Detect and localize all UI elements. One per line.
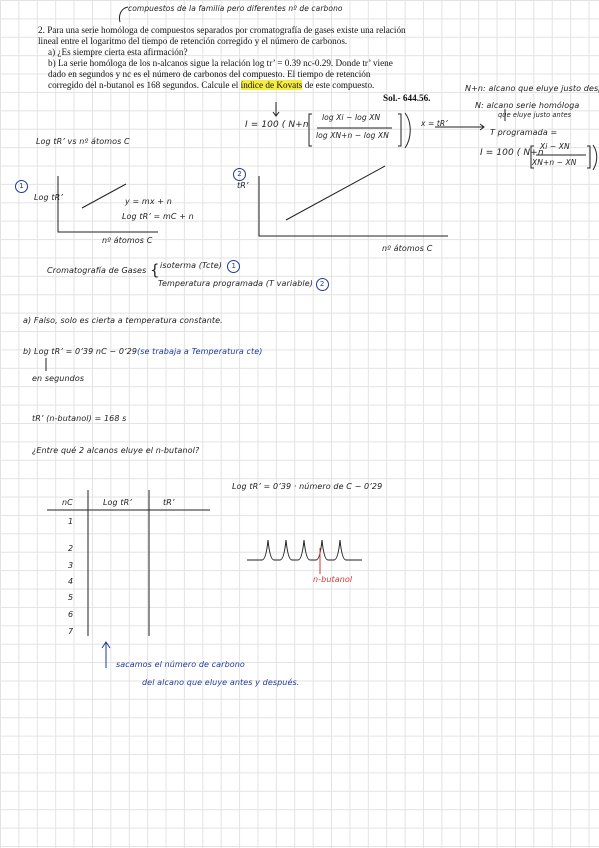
table-row-number: 6 — [68, 610, 74, 619]
footer-arrow — [101, 641, 111, 668]
graph1-xlabel: nº átomos C — [102, 236, 153, 245]
answer-b: b) Log tR’ = 0’39 nC − 0’29 — [23, 347, 138, 356]
highlight-kovats: índice de Kovats — [240, 80, 303, 90]
formula-kovats-prefix: I = 100 ( N+n — [245, 120, 309, 130]
graph1-ylabel: Log tR’ — [34, 193, 63, 202]
note-n-sub: que eluye justo antes — [498, 111, 572, 119]
formula-kovats-num: log Xi − log XN — [322, 113, 381, 122]
graph1-eq2: Log tR’ = mC + n — [122, 212, 194, 221]
crom-programada: Temperatura programada (T variable) 2 — [158, 278, 329, 291]
answer-a: a) Falso, solo es cierta a temperatura c… — [23, 316, 223, 325]
graph1-eq1: y = mx + n — [125, 197, 172, 206]
footer-line-2: del alcano que eluye antes y después. — [142, 678, 300, 687]
formula-prog-num: Xi − XN — [540, 142, 570, 151]
table-row-number: 1 — [68, 517, 74, 526]
answer-b-note: (se trabaja a Temperatura cte) — [137, 347, 263, 356]
table-row-number: 5 — [68, 593, 74, 602]
answer-b-sub: en segundos — [32, 374, 85, 383]
chromatogram-trace — [247, 539, 362, 561]
table-row-number: 3 — [68, 561, 74, 570]
graph2-xlabel: nº átomos C — [382, 244, 433, 253]
plot-title: Log tR’ vs nº átomos C — [36, 137, 130, 146]
problem-line-6: corregido del n-butanol es 168 segundos.… — [48, 80, 375, 90]
peak-label: n-butanol — [313, 575, 353, 584]
question-elution: ¿Entre qué 2 alcanos eluye el n-butanol? — [32, 446, 200, 455]
formula-kovats-x: x = tR’ — [421, 119, 448, 128]
crom-brace: { — [150, 261, 160, 279]
problem-line-3: a) ¿Es siempre cierta esta afirmación? — [48, 47, 188, 57]
problem-line-2: lineal entre el logaritmo del tiempo de … — [38, 36, 348, 46]
note-n: N: alcano serie homóloga — [475, 101, 580, 110]
table-header-nc: nC — [62, 498, 73, 507]
graph2-axes — [258, 176, 448, 237]
problem-line-4: b) La serie homóloga de los n-alcanos si… — [48, 58, 393, 68]
table-row-number: 7 — [68, 627, 74, 636]
footer-line-1: sacamos el número de carbono — [116, 660, 245, 669]
note-t-programada: T programada = — [490, 128, 558, 137]
top-annotation: compuestos de la familia pero diferentes… — [128, 4, 343, 13]
kovats-paren-right — [404, 112, 411, 149]
graph1-axes — [57, 176, 158, 233]
table-header-log: Log tR’ — [103, 498, 132, 507]
problem-line-1: 2. Para una serie homóloga de compuestos… — [38, 25, 406, 35]
graph1-line — [81, 183, 127, 209]
table-header-tr: tR’ — [163, 498, 175, 507]
relation-note: Log tR’ = 0’39 · número de C − 0’29 — [232, 482, 383, 491]
solution: Sol.- 644.56. — [383, 93, 431, 103]
crom-isoterma: isoterma (Tcte) 1 — [160, 260, 241, 273]
crom-label: Cromatografía de Gases — [47, 266, 147, 275]
graph2-line — [285, 165, 386, 221]
prog-paren-right — [592, 144, 598, 171]
top-note-arrow — [119, 6, 129, 23]
prog-bracket-left — [530, 145, 534, 169]
prog-bracket-right — [587, 145, 591, 169]
kovats-arrow — [272, 102, 280, 117]
table-row-number: 4 — [68, 577, 74, 586]
formula-prog-prefix: I = 100 ( N+n — [480, 148, 544, 158]
graph2-number: 2 — [233, 161, 246, 181]
kovats-bracket-right — [398, 113, 402, 147]
graph1-number: 1 — [15, 173, 28, 193]
problem-line-5: dado en segundos y nc es el número de ca… — [48, 69, 371, 79]
formula-prog-den: XN+n − XN — [532, 158, 577, 167]
arrow-to-tprog — [435, 123, 485, 131]
graph2-ylabel: tR’ — [237, 181, 249, 190]
tr-butanol: tR’ (n-butanol) = 168 s — [32, 414, 127, 423]
note-n-plus-n: N+n: alcano que eluye justo después — [465, 84, 599, 93]
formula-kovats-den: log XN+n − log XN — [316, 131, 389, 140]
kovats-bracket-left — [308, 113, 312, 147]
table-row-number: 2 — [68, 544, 74, 553]
